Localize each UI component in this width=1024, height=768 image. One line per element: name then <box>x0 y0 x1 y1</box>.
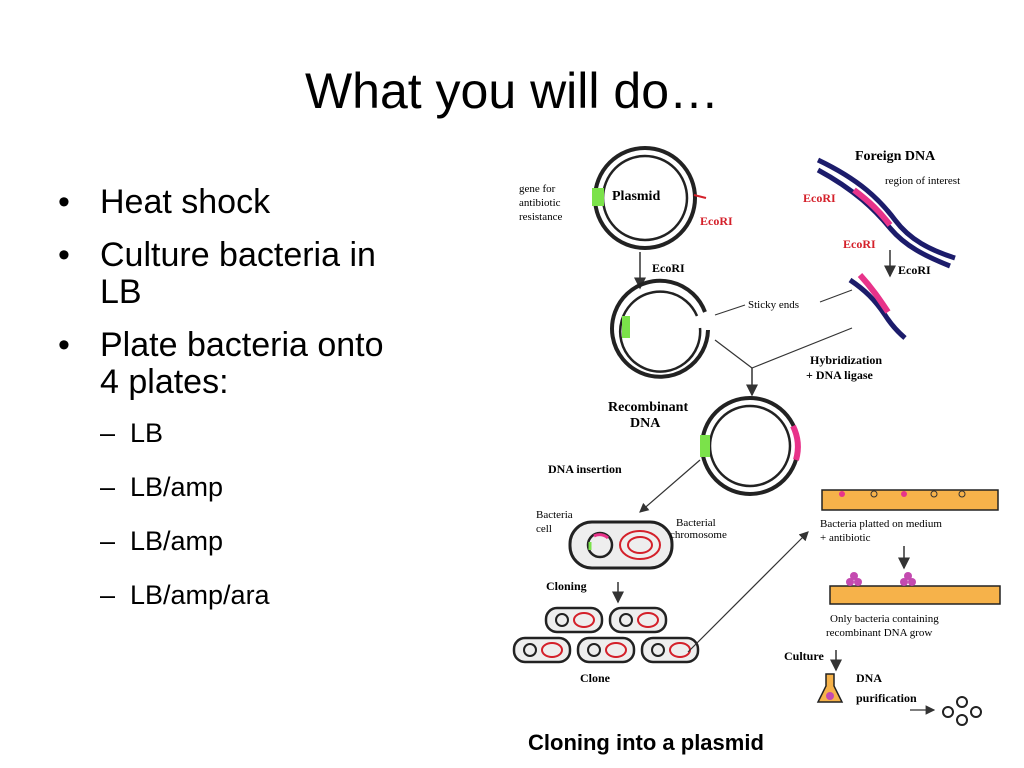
ecori-step-left: EcoRI <box>652 261 685 275</box>
ecori-step-right: EcoRI <box>898 263 931 277</box>
sticky-ends-label: Sticky ends <box>748 299 799 311</box>
cloning-label: Cloning <box>546 579 587 593</box>
slide-title: What you will do… <box>304 63 720 119</box>
dna-insertion-label: DNA insertion <box>548 462 622 476</box>
recombinant-label-1: Recombinant <box>608 400 688 415</box>
plasmid-label: Plasmid <box>612 189 660 204</box>
bullet-item: • Heat shock <box>56 184 410 221</box>
purified-plasmids <box>942 696 982 726</box>
bacteria-cell-label-2: cell <box>536 523 552 535</box>
diagram-caption: Cloning into a plasmid <box>528 730 764 755</box>
antibiotic-gene-marker <box>592 188 604 206</box>
plated-label-1: Bacteria platted on medium <box>820 518 942 530</box>
gene-label-2: antibiotic <box>519 197 561 209</box>
sub-bullet-list: –LB –LB/amp –LB/amp –LB/amp/ara <box>100 417 410 611</box>
agar-plate-1 <box>821 489 999 511</box>
bullet-glyph: • <box>58 236 70 274</box>
culture-label: Culture <box>784 649 824 663</box>
recombinant-label-2: DNA <box>630 416 661 431</box>
gene-label-1: gene for <box>519 183 556 195</box>
dna-purification-label-1: DNA <box>856 671 882 685</box>
only-label-1: Only bacteria containing <box>830 613 939 625</box>
bullet-item: • Culture bacteria in LB <box>56 237 410 311</box>
bullet-item: • Plate bacteria onto 4 plates: –LB –LB/… <box>56 327 410 611</box>
dash-glyph: – <box>100 418 116 448</box>
sub-bullet-item: –LB/amp <box>100 471 410 503</box>
plasmid-ring <box>592 146 707 250</box>
sub-bullet-item: –LB/amp/ara <box>100 579 410 611</box>
bacterial-chromosome-label-2: chromosome <box>670 529 727 541</box>
region-label: region of interest <box>885 175 960 187</box>
bullet-glyph: • <box>58 183 70 221</box>
bacterial-chromosome-label-1: Bacterial <box>676 517 716 529</box>
flask-icon <box>816 673 844 703</box>
dash-glyph: – <box>100 526 116 556</box>
sub-bullet-text: LB/amp <box>130 526 224 556</box>
sub-bullet-text: LB/amp/ara <box>130 580 270 610</box>
gene-label-3: resistance <box>519 211 562 223</box>
ecori-label-plasmid: EcoRI <box>700 214 733 228</box>
clone-label: Clone <box>580 671 611 685</box>
bacteria-cell <box>568 520 674 570</box>
cloning-diagram: Plasmid gene for antibiotic resistance E… <box>512 146 1001 726</box>
sub-bullet-text: LB/amp <box>130 472 224 502</box>
cut-plasmid <box>610 278 710 379</box>
cut-foreign-dna <box>848 272 907 340</box>
only-label-2: recombinant DNA grow <box>826 627 932 639</box>
dash-glyph: – <box>100 580 116 610</box>
sub-bullet-item: –LB <box>100 417 410 449</box>
foreign-dna-label: Foreign DNA <box>855 149 936 164</box>
ecori-label-foreign-2: EcoRI <box>843 237 876 251</box>
dna-purification-label-2: purification <box>856 691 917 705</box>
hybridization-label-1: Hybridization <box>810 353 882 367</box>
bullet-text: Culture bacteria in LB <box>100 236 376 311</box>
bullet-text: Plate bacteria onto 4 plates: <box>100 326 384 401</box>
recombinant-plasmid <box>700 396 801 496</box>
hybridization-label-2: + DNA ligase <box>806 368 874 382</box>
agar-plate-2 <box>829 572 1001 605</box>
bacteria-cell-label-1: Bacteria <box>536 509 573 521</box>
clone-cells <box>512 606 700 664</box>
foreign-dna-strand <box>816 157 956 269</box>
bullet-list: • Heat shock • Culture bacteria in LB • … <box>56 184 410 633</box>
dash-glyph: – <box>100 472 116 502</box>
bullet-text: Heat shock <box>100 183 271 221</box>
plated-label-2: + antibiotic <box>820 532 871 544</box>
sub-bullet-item: –LB/amp <box>100 525 410 557</box>
sub-bullet-text: LB <box>130 418 164 448</box>
ecori-label-foreign-1: EcoRI <box>803 191 836 205</box>
bullet-glyph: • <box>58 326 70 364</box>
